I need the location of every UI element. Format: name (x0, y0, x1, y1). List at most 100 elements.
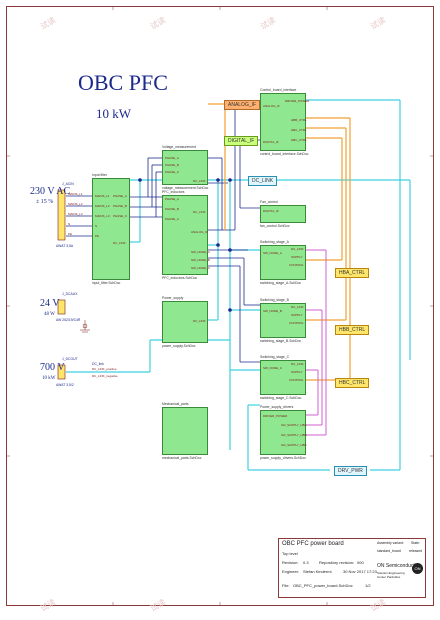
block-power-supply[interactable]: DC_LINK (162, 301, 208, 343)
title-block-engineer: Stefan Kindermi (303, 569, 332, 574)
signal-nets (66, 103, 260, 363)
title-block-level: Top level (282, 551, 298, 556)
block-pin: PHASE_B (113, 204, 127, 208)
block-pin: SW_NODE_C (263, 366, 283, 370)
block-pin: DC_LINK (291, 362, 304, 366)
net-label-drv-pwr: DRV_PWR (334, 466, 367, 476)
block-name: Mechanical_parts (162, 402, 189, 406)
block-switching-stage-a[interactable]: SW_NODE_A DC_LINK SUPPLY CONTROL (260, 245, 306, 280)
block-input-filter[interactable]: MAINS_L1 MAINS_L2 MAINS_L3 N PE PHASE_A … (92, 178, 130, 280)
block-name: Power_supply_drivers (260, 405, 294, 409)
title-block: OBC PFC power board Top level Revision: … (278, 538, 426, 598)
block-control-board-interface[interactable]: ANALOG_IF DIGITAL_IF DRIVER_POWER HBB_CT… (260, 93, 310, 151)
connector-acin-pin: MAINS_L3 (68, 212, 83, 216)
title-block-repository-label: Repository revision: (319, 560, 355, 565)
block-pin: DC_LINK (193, 179, 206, 183)
block-file: voltage_measurement.SchDoc (162, 186, 209, 190)
block-pin: MAINS_L2 (95, 204, 110, 208)
title-block-file-label: File: (282, 583, 290, 588)
block-pin: PHASE_A (113, 194, 127, 198)
connector-dcaux-power: 48 W (44, 312, 55, 317)
block-name: Fan_control (260, 200, 278, 204)
block-fan-control[interactable]: DIGITAL_IF (260, 205, 306, 223)
block-pin: PE (95, 234, 100, 238)
title-block-variant-label: Assembly variant: (377, 541, 404, 545)
connector-dcout-pin: DC_LINK_positive (92, 367, 117, 371)
connector-acin-pin: MAINS_L1 (68, 192, 83, 196)
connector-dcaux-voltage: 24 V (40, 298, 60, 309)
block-voltage-measurement[interactable]: PHASE_A PHASE_B PHASE_C DC_LINK (162, 150, 208, 185)
title-block-state: released (409, 549, 423, 553)
block-name: Voltage_measurement (162, 145, 196, 149)
block-file: mechanical_parts.SchDoc (162, 456, 202, 460)
block-name: Switching_stage_A (260, 240, 289, 244)
block-file: power_supply_drivers.SchDoc (260, 456, 306, 460)
page-title: OBC PFC (78, 70, 168, 95)
connector-acin-pin: PE (68, 232, 73, 236)
connector-acin-part: AWAT 3,5A (56, 244, 74, 248)
connector-acin-voltage: 230 V AC (30, 186, 71, 197)
block-name: PFC_inductors (162, 190, 185, 194)
block-name: Switching_stage_C (260, 355, 290, 359)
block-name: Switching_stage_B (260, 298, 289, 302)
block-pin: ANALOG_IF (263, 104, 280, 108)
block-pin: SUPPLY (291, 255, 303, 259)
block-pfc-inductors[interactable]: PHASE_A PHASE_B PHASE_C SW_NODE_A SW_NOD… (162, 195, 210, 275)
block-pin: DC_LINK (291, 247, 304, 251)
connector-dcout-pin: DC_LINK_negative (92, 374, 118, 378)
block-pin: DC_LINK (291, 305, 304, 309)
block-switching-stage-c[interactable]: SW_NODE_C DC_LINK SUPPLY CONTROL (260, 360, 306, 395)
title-block-variant: standard_board (377, 549, 401, 553)
block-pin: ANALOG_IF (191, 230, 208, 234)
block-name: Power_supply (162, 296, 184, 300)
block-pin: DRIVER_POWER (263, 414, 288, 418)
block-name: Control_board_interface (260, 88, 297, 92)
block-pin: PHASE_A (165, 156, 179, 160)
block-file: switching_stage_C.SchDoc (260, 396, 302, 400)
block-pin: MAINS_L3 (95, 214, 110, 218)
title-block-title: OBC PFC power board (282, 541, 344, 547)
title-block-company-sub: Solution Engineering Center Pardubice (377, 571, 405, 579)
connector-acin-pin: MAINS_L2 (68, 202, 83, 206)
block-pin: PHASE_A (165, 197, 179, 201)
block-mechanical-parts[interactable] (162, 407, 208, 455)
net-label-hbb-ctrl: HBB_CTRL (335, 325, 370, 335)
block-pin: HBB_CTRL (291, 118, 307, 122)
block-file: switching_stage_A.SchDoc (260, 281, 302, 285)
block-pin: PHASE_C (113, 214, 128, 218)
connector-acin-pin: N (68, 222, 71, 226)
block-pin: DRIVER_POWER (285, 99, 310, 103)
net-label-hba-ctrl: HBA_CTRL (335, 268, 370, 278)
connector-acin-tolerance: ± 15 % (36, 199, 54, 205)
block-pin: CONTROL (289, 263, 304, 267)
connector-dcout-voltage: 700 V (40, 362, 65, 373)
block-pin: N (95, 224, 98, 228)
net-label-dc-link: DC_LINK (248, 176, 278, 186)
block-pin: DIGITAL_IF (263, 140, 279, 144)
block-file: PFC_inductors.SchDoc (162, 276, 198, 280)
net-label-hbc-ctrl: HBC_CTRL (335, 378, 370, 388)
block-pin: SUPPLY (291, 370, 303, 374)
connector-dcaux-part: AW 252/19/C4R (56, 318, 81, 322)
title-block-company: ON Semiconductor (377, 563, 420, 569)
connector-dcout-ref: J_DCOUT (62, 357, 78, 361)
block-pin: DC_LINK (193, 319, 206, 323)
block-pin: MAINS_L1 (95, 194, 110, 198)
net-label-digital-if: DIGITAL_IF (224, 136, 259, 146)
title-block-date: 30 Nov 2017 17:23 (343, 569, 377, 574)
supply-nets (306, 249, 327, 436)
block-power-supply-drivers[interactable]: DRIVER_POWER GD_SUPPLY_HBA GD_SUPPLY_HBB… (260, 410, 307, 455)
block-switching-stage-b[interactable]: SW_NODE_B DC_LINK SUPPLY CONTROL (260, 303, 306, 338)
block-pin: DC_LINK (113, 241, 126, 245)
block-pin: CONTROL (289, 321, 304, 325)
connector-dcaux-ref: J_DCAUX (62, 292, 78, 296)
block-file: control_board_interface.SchDoc (260, 152, 309, 156)
block-pin: DC_LINK (193, 210, 206, 214)
title-block-revision-label: Revision: (282, 560, 299, 565)
title-block-state-label: State: (411, 541, 420, 545)
net-label-analog-if: ANALOG_IF (224, 100, 261, 110)
block-file: power_supply.SchDoc (162, 344, 196, 348)
block-pin: HBA_CTRL (291, 128, 307, 132)
block-pin: SW_NODE_A (191, 250, 210, 254)
connector-acin-ref: J_ACIN (62, 182, 74, 186)
